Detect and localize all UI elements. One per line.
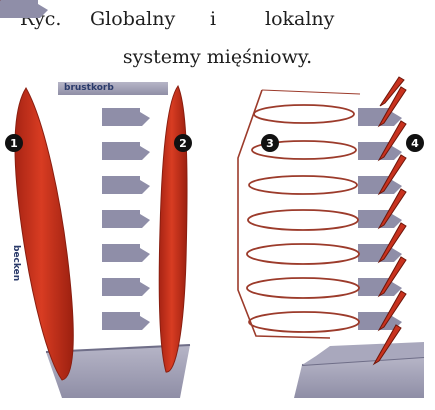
- figure-caption: Ryc. Globalny i lokalny systemy mięśniow…: [0, 0, 435, 80]
- fascia-top: [261, 89, 361, 95]
- pelvis-shadow-right: [302, 342, 424, 365]
- vertebra-4: [102, 210, 150, 228]
- ribcage-label: brustkorb: [64, 83, 114, 93]
- ribcage-block-left: [58, 82, 168, 95]
- ring-7: [248, 311, 360, 333]
- ring-1: [253, 104, 355, 124]
- local-system-panel: 3 4: [0, 0, 425, 398]
- vertebra-6: [102, 278, 150, 296]
- pelvis-block-left: [46, 345, 190, 398]
- local-muscle-rings: [246, 104, 360, 333]
- badge-3: 3: [261, 134, 279, 152]
- vertebrae-column-right: [0, 0, 402, 330]
- caption-word-globalny: Globalny: [90, 8, 176, 30]
- caption-word-lokalny: lokalny: [265, 8, 335, 30]
- badge-4: 4: [406, 134, 424, 152]
- global-system-panel: brustkorb becken 1 2: [0, 0, 192, 398]
- segment-muscle-top: [379, 76, 405, 107]
- badge-1: 1: [5, 134, 23, 152]
- caption-line-1: Ryc. Globalny i lokalny: [0, 8, 435, 36]
- pelvis-side-label: becken: [11, 245, 21, 281]
- badge-3-label: 3: [266, 137, 274, 150]
- ring-2: [251, 140, 357, 160]
- vertebra-3: [102, 176, 150, 194]
- fascia-outline: [237, 89, 331, 339]
- vertebra-2: [102, 142, 150, 160]
- global-muscle-1: [14, 87, 74, 381]
- vertebra-7: [102, 312, 150, 330]
- caption-word-i: i: [210, 8, 217, 30]
- ring-4: [247, 209, 359, 231]
- badge-2-label: 2: [179, 137, 187, 150]
- global-muscle-2: [158, 84, 188, 373]
- badge-4-label: 4: [411, 137, 419, 150]
- ring-5: [246, 243, 360, 265]
- vertebra-1: [102, 108, 150, 126]
- vertebra-5: [102, 244, 150, 262]
- badge-2: 2: [174, 134, 192, 152]
- pelvis-block-right: [294, 357, 424, 398]
- badge-1-label: 1: [10, 137, 18, 150]
- caption-line-2: systemy mięśniowy.: [122, 46, 313, 68]
- ring-3: [248, 175, 358, 195]
- ring-6: [246, 277, 360, 299]
